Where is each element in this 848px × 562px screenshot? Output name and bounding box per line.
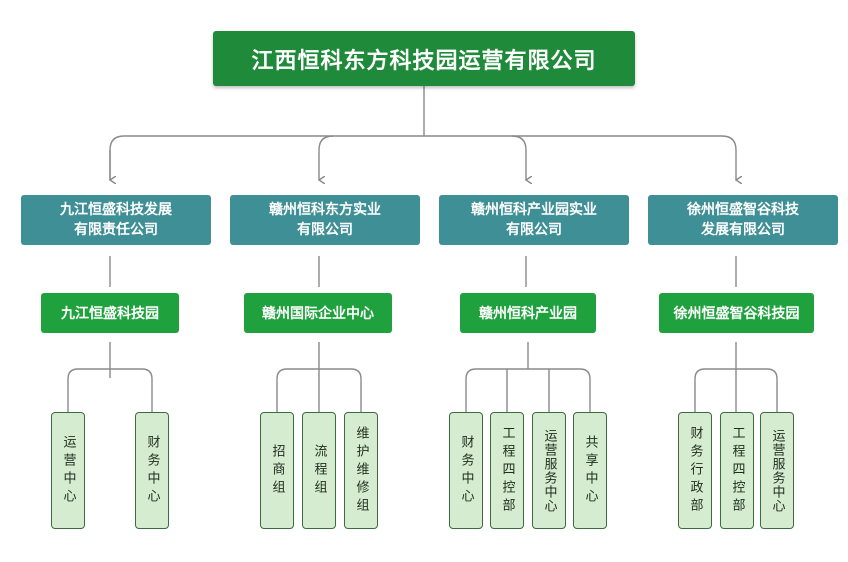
dept-chanyeyuan-shared: 共享中心 bbox=[573, 412, 607, 529]
root-company: 江西恒科东方科技园运营有限公司 bbox=[213, 31, 635, 86]
dept-xuzhou-finance-admin: 财务行政部 bbox=[678, 412, 712, 529]
dept-jiujiang-finance: 财务中心 bbox=[135, 412, 169, 529]
dept-jiujiang-operations: 运营中心 bbox=[51, 412, 85, 529]
dept-xuzhou-engineering: 工程四控部 bbox=[720, 412, 754, 529]
dept-chanyeyuan-operations-service: 运营服务中心 bbox=[532, 412, 566, 529]
park-ganzhou-hengke: 赣州恒科产业园 bbox=[460, 293, 596, 333]
dept-ganzhou-investment: 招商组 bbox=[260, 412, 294, 529]
dept-chanyeyuan-finance: 财务中心 bbox=[449, 412, 483, 529]
company-ganzhou-chanyeyuan: 赣州恒科产业园实业 有限公司 bbox=[439, 195, 629, 245]
park-xuzhou: 徐州恒盛智谷科技园 bbox=[659, 293, 814, 333]
dept-ganzhou-process: 流程组 bbox=[302, 412, 336, 529]
park-ganzhou-international: 赣州国际企业中心 bbox=[244, 293, 392, 333]
dept-ganzhou-maintenance: 维护维修组 bbox=[344, 412, 378, 529]
dept-chanyeyuan-engineering: 工程四控部 bbox=[490, 412, 524, 529]
dept-xuzhou-operations-service: 运营服务中心 bbox=[760, 412, 794, 529]
company-ganzhou-dongfang: 赣州恒科东方实业 有限公司 bbox=[230, 195, 420, 245]
park-jiujiang: 九江恒盛科技园 bbox=[41, 293, 179, 333]
company-jiujiang: 九江恒盛科技发展 有限责任公司 bbox=[21, 195, 211, 245]
company-xuzhou: 徐州恒盛智谷科技 发展有限公司 bbox=[648, 195, 838, 245]
